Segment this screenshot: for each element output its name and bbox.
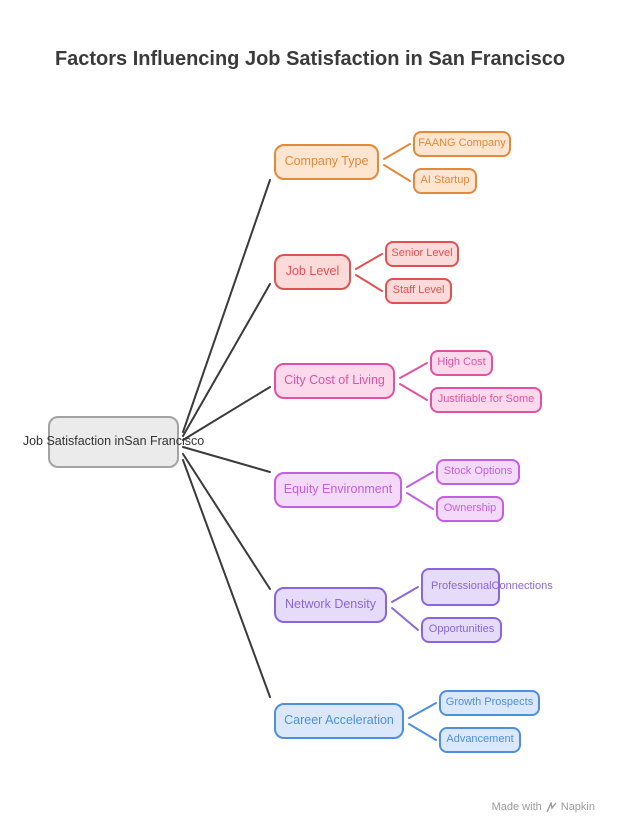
branch-leaf-connector <box>383 164 411 182</box>
branch-label: Equity Environment <box>283 482 393 497</box>
node-text-line: Senior Level <box>391 247 453 260</box>
leaf-node: Advancement <box>439 727 521 753</box>
branch-node: Career Acceleration <box>274 703 404 739</box>
branch-leaf-connector <box>391 607 419 631</box>
branch-leaf-connector <box>408 702 437 719</box>
node-text-line: Advancement <box>446 733 514 746</box>
leaf-node: FAANG Company <box>413 131 511 157</box>
diagram-title: Factors Influencing Job Satisfaction in … <box>54 48 566 70</box>
napkin-logo-icon <box>546 801 557 812</box>
node-text-line: San Francisco <box>124 434 205 449</box>
root-branch-connector <box>182 179 271 433</box>
node-text-line: Growth Prospects <box>445 696 534 709</box>
branch-label: Job Level <box>285 264 340 279</box>
leaf-node: Growth Prospects <box>439 690 540 716</box>
leaf-node: Justifiable for Some <box>430 387 542 413</box>
node-text-line: High Cost <box>437 356 486 369</box>
node-text-line: FAANG Company <box>418 137 506 150</box>
node-text-line: Ownership <box>443 502 497 515</box>
branch-label: City Cost of Living <box>284 373 385 388</box>
branch-leaf-connector <box>399 383 428 401</box>
branch-label: Career Acceleration <box>284 713 394 728</box>
branch-leaf-connector <box>406 471 434 488</box>
branch-leaf-connector <box>383 143 411 160</box>
branch-leaf-connector <box>406 492 434 510</box>
leaf-node: High Cost <box>430 350 493 376</box>
branch-leaf-connector <box>399 362 428 379</box>
node-text-line: Justifiable for Some <box>437 393 535 406</box>
branch-leaf-connector <box>408 723 437 741</box>
branch-node: Job Level <box>274 254 351 290</box>
watermark: Made with Napkin <box>492 801 595 813</box>
node-text-line: Stock Options <box>443 465 513 478</box>
node-text-line: AI Startup <box>420 174 470 187</box>
root-branch-connector <box>182 446 271 473</box>
leaf-node: Senior Level <box>385 241 459 267</box>
node-text-line: Opportunities <box>428 623 495 636</box>
root-branch-connector <box>182 386 271 441</box>
node-text-line: Staff Level <box>392 284 445 297</box>
branch-label: Company Type <box>284 154 369 169</box>
watermark-prefix: Made with <box>491 801 542 813</box>
leaf-node: AI Startup <box>413 168 477 194</box>
root-branch-connector <box>182 283 271 437</box>
node-text-line: Professional <box>431 580 492 593</box>
leaf-node: Ownership <box>436 496 504 522</box>
branch-leaf-connector <box>355 253 383 270</box>
leaf-node: Opportunities <box>421 617 502 643</box>
branch-node: Company Type <box>274 144 379 180</box>
root-branch-connector <box>182 459 271 698</box>
branch-node: Network Density <box>274 587 387 623</box>
leaf-node: Staff Level <box>385 278 452 304</box>
branch-leaf-connector <box>391 586 419 603</box>
leaf-node: Stock Options <box>436 459 520 485</box>
branch-node: Equity Environment <box>274 472 402 508</box>
branch-label: Network Density <box>285 597 376 612</box>
node-text-line: Job Satisfaction in <box>22 434 125 449</box>
root-branch-connector <box>182 453 271 590</box>
watermark-brand: Napkin <box>560 801 595 813</box>
node-text-line: Connections <box>491 580 553 593</box>
branch-node: City Cost of Living <box>274 363 395 399</box>
branch-leaf-connector <box>355 274 383 292</box>
